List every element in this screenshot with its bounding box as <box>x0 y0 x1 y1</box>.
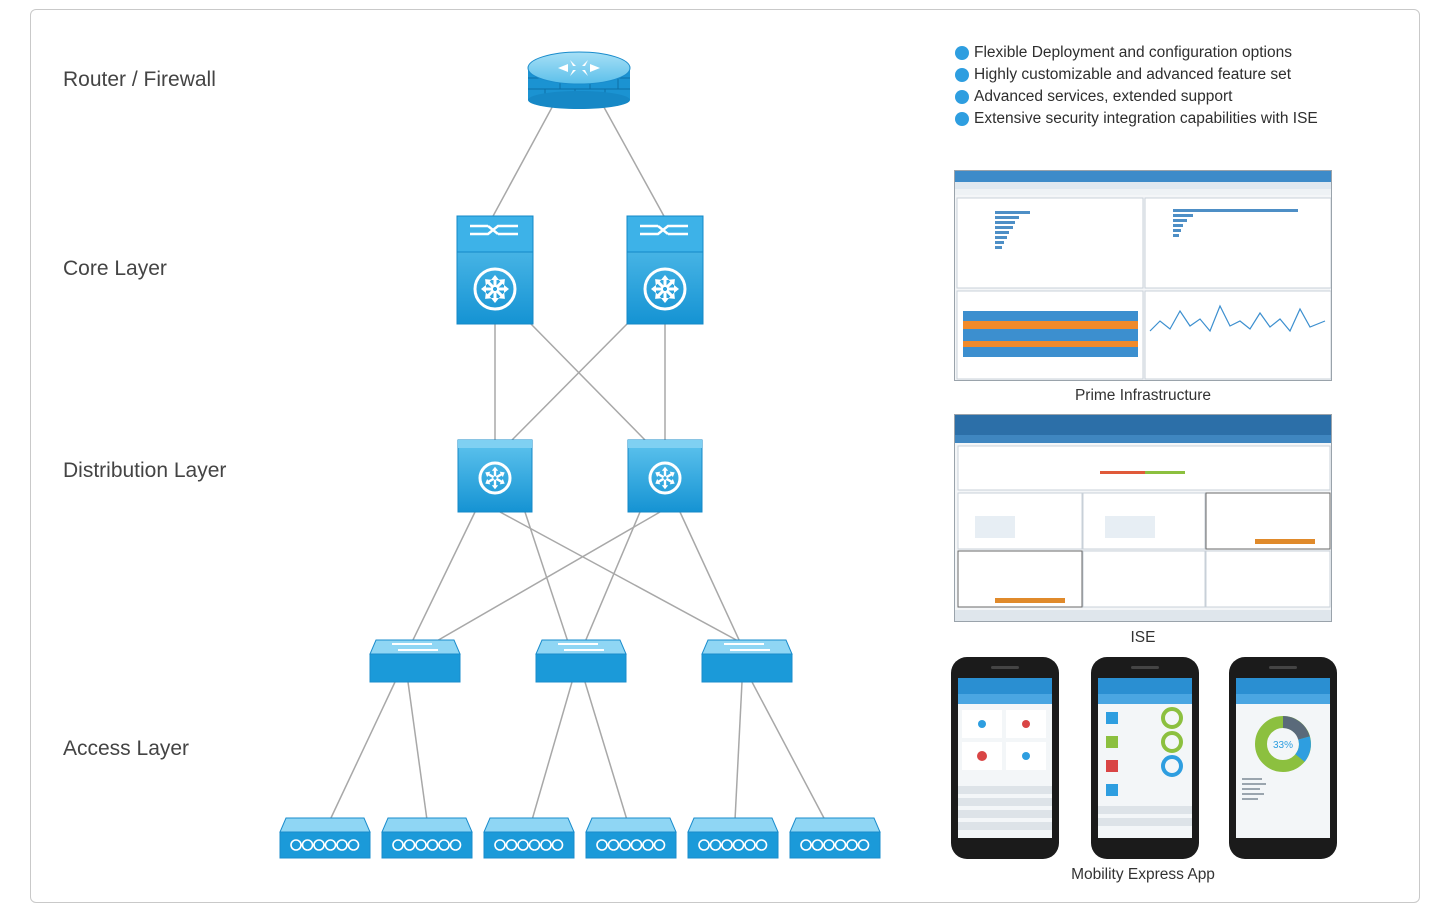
access-point-icon <box>279 817 371 859</box>
access-switch-icon <box>369 639 461 683</box>
ise-screenshot <box>954 414 1332 622</box>
caption-prime-infrastructure: Prime Infrastructure <box>1074 387 1212 404</box>
access-switch-icon <box>701 639 793 683</box>
feature-item: Extensive security integration capabilit… <box>955 108 1318 130</box>
access-point-icon <box>483 817 575 859</box>
core-switch-left-icon <box>456 215 534 325</box>
prime-infrastructure-screenshot <box>954 170 1332 381</box>
access-point-icon <box>687 817 779 859</box>
router-firewall-icon <box>527 51 631 109</box>
distribution-switch-right-icon <box>627 439 703 513</box>
access-point-icon <box>381 817 473 859</box>
layer-label-router: Router / Firewall <box>63 68 216 91</box>
bullet-dot-icon <box>955 112 969 126</box>
feature-item: Highly customizable and advanced feature… <box>955 64 1318 86</box>
feature-item: Advanced services, extended support <box>955 86 1318 108</box>
access-points <box>279 817 881 859</box>
links <box>329 99 826 821</box>
access-switches <box>369 639 793 683</box>
bullet-dot-icon <box>955 90 969 104</box>
access-point-icon <box>789 817 881 859</box>
distribution-switch-left-icon <box>457 439 533 513</box>
mobile-phone-dashboard <box>951 657 1059 859</box>
core-switch-right-icon <box>626 215 704 325</box>
access-switch-icon <box>535 639 627 683</box>
feature-list: Flexible Deployment and configuration op… <box>955 42 1318 130</box>
phone-speaker <box>1131 666 1159 669</box>
phone-screen <box>958 678 1052 838</box>
phone-speaker <box>991 666 1019 669</box>
diagram-frame <box>30 9 1420 903</box>
layer-label-access: Access Layer <box>63 737 190 760</box>
caption-mobility-express: Mobility Express App <box>1071 866 1215 883</box>
layer-label-core: Core Layer <box>63 257 167 280</box>
mobile-phone-network-summary <box>1091 657 1199 859</box>
network-topology <box>279 51 881 859</box>
phone-screen <box>1098 678 1192 838</box>
mobility-percent-label: 33% <box>1273 740 1293 751</box>
access-point-icon <box>585 817 677 859</box>
bullet-dot-icon <box>955 68 969 82</box>
phone-screen: 33% <box>1236 678 1330 838</box>
bullet-dot-icon <box>955 46 969 60</box>
phone-speaker <box>1269 666 1297 669</box>
mobile-phone-applications: 33% <box>1229 657 1337 859</box>
feature-item: Flexible Deployment and configuration op… <box>955 42 1318 64</box>
caption-ise: ISE <box>1130 629 1156 646</box>
layer-label-distribution: Distribution Layer <box>63 459 227 482</box>
